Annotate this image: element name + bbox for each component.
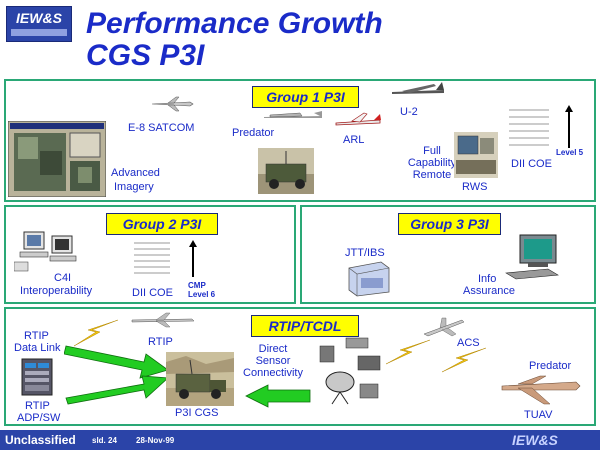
e8-satcom-label: E-8 SATCOM <box>128 122 195 134</box>
adp-label-1: RTIP <box>25 400 50 412</box>
group3-heading: Group 3 P3I <box>398 213 501 235</box>
logo-text: IEW&S <box>16 10 62 26</box>
info-assurance-label-1: Info <box>478 273 497 285</box>
signal-bolt-icon-3 <box>441 347 487 373</box>
predator-label: Predator <box>232 127 275 139</box>
c4i-label-2: Interoperability <box>20 285 93 297</box>
dii-level5-label: Level 5 <box>556 148 584 157</box>
dsc-label-3: Connectivity <box>243 367 303 379</box>
adp-label-2: ADP/SW <box>17 412 61 424</box>
tuav-aircraft-icon <box>501 375 581 405</box>
imagery-screenshot <box>8 121 106 197</box>
imagery-label-2: Imagery <box>114 181 154 193</box>
c4i-workstation-icon <box>14 231 77 272</box>
footer-bar: Unclassified sld. 24 28-Nov-99 IEW&S <box>0 430 600 450</box>
u2-label: U-2 <box>400 106 418 118</box>
dsc-arrow <box>245 384 311 408</box>
dii-coe-levels-graphic <box>509 105 573 148</box>
arl-label: ARL <box>343 134 365 146</box>
rws-label: RWS <box>462 181 488 193</box>
predator-uav-icon <box>264 111 322 118</box>
dii-coe-cmp-graphic <box>134 240 197 277</box>
signal-bolt-icon-2 <box>385 339 431 365</box>
classification-label: Unclassified <box>5 433 76 447</box>
group1-heading: Group 1 P3I <box>252 86 359 108</box>
u2-aircraft-icon <box>392 82 444 94</box>
rtip-aircraft-icon <box>131 312 195 328</box>
datalink-label-1: RTIP <box>24 330 49 342</box>
rtip-adp-rack-icon <box>21 358 53 396</box>
page-subtitle: CGS P3I <box>86 39 205 72</box>
fcr-label-2: Capability <box>407 157 457 169</box>
imagery-label-1: Advanced <box>111 167 160 179</box>
info-assurance-label-2: Assurance <box>463 285 515 297</box>
hmmwv-photo <box>258 148 314 194</box>
acs-label: ACS <box>457 337 480 349</box>
info-assurance-computer-icon <box>505 234 559 280</box>
arl-aircraft-icon <box>335 112 381 126</box>
rtip-label: RTIP <box>148 336 173 348</box>
e8-aircraft-icon <box>151 96 194 112</box>
dii-level6-label: Level 6 <box>188 290 216 299</box>
p3i-cgs-photo <box>166 352 234 406</box>
rws-photo <box>454 132 498 178</box>
fcr-label-3: Remote <box>412 169 452 181</box>
page-title: Performance Growth <box>86 7 383 40</box>
slide-number: sld. 24 <box>92 436 117 445</box>
logo-subbar <box>11 29 67 36</box>
jtt-ibs-label: JTT/IBS <box>345 247 385 259</box>
sensor-terminal-equipment <box>319 337 381 405</box>
jtt-ibs-terminal-icon <box>348 261 390 297</box>
dii-coe-label: DII COE <box>511 158 552 170</box>
slide-date: 28-Nov-99 <box>136 436 175 445</box>
dsc-label-2: Sensor <box>255 355 291 367</box>
p3i-cgs-label: P3I CGS <box>175 407 219 419</box>
rtip-heading: RTIP/TCDL <box>251 315 359 337</box>
dii-coe-label-2: DII COE <box>132 287 173 299</box>
datalink-label-2: Data Link <box>14 342 61 354</box>
flow-arrows <box>64 345 169 405</box>
tuav-label: TUAV <box>524 409 553 421</box>
tuav-predator-label: Predator <box>529 360 572 372</box>
acs-aircraft-icon <box>423 317 465 337</box>
c4i-label-1: C4I <box>54 272 72 284</box>
fcr-label-1: Full <box>423 145 441 157</box>
footer-logo: IEW&S <box>512 432 558 448</box>
dsc-label-1: Direct <box>258 343 288 355</box>
group2-heading: Group 2 P3I <box>106 213 218 235</box>
cmp-label: CMP <box>188 281 206 290</box>
iews-logo: IEW&S <box>6 6 72 42</box>
signal-bolt-icon <box>73 319 119 347</box>
